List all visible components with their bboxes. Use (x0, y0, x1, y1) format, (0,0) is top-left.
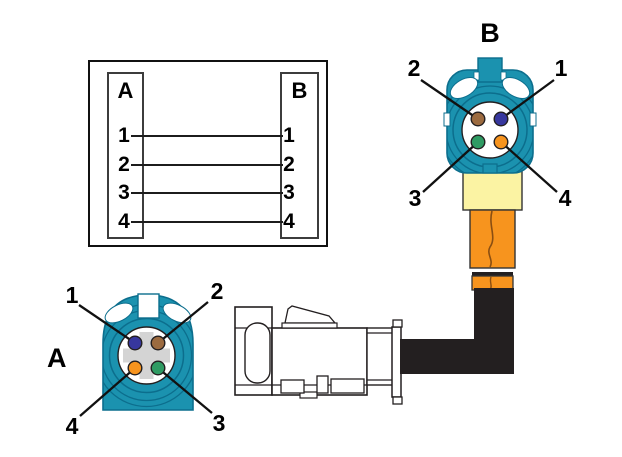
pin-number-b2: 2 (283, 153, 295, 176)
connector-a-label: A (47, 343, 67, 373)
bottom-detail-block (280, 379, 305, 394)
column-b-header: B (291, 78, 308, 103)
bottom-detail-block (316, 375, 329, 394)
keyway-tab (477, 57, 503, 83)
wire-connection-line-1 (131, 135, 283, 137)
wing-cutout-right (162, 302, 192, 324)
bottom-tab (482, 163, 498, 174)
connector-b-pin-3 (470, 134, 486, 150)
latch-base (281, 322, 338, 329)
wing-cutout-right (501, 76, 531, 100)
wing-cutout-left (449, 76, 479, 100)
mating-connector-side-view (234, 305, 403, 405)
pin-number-a1: 1 (118, 124, 130, 147)
leader-lines-b (420, 79, 558, 193)
latch-wedge (284, 305, 337, 324)
leader-lines-a (78, 301, 213, 417)
column-a-header: A (117, 78, 134, 103)
wire-connection-line-4 (131, 221, 283, 223)
table-column-a: A (107, 72, 144, 239)
connector-b-label: B (480, 18, 500, 48)
side-notch-right (529, 112, 537, 127)
connector-a-pin-label-2: 2 (211, 278, 224, 304)
connector-a-pin-3 (150, 360, 166, 376)
wiring-table: A B 1 2 3 4 1 2 3 4 (88, 60, 328, 247)
boot-orange-collar (471, 275, 514, 291)
connector-b-assembly: B 2 (400, 18, 572, 374)
pin-number-a2: 2 (118, 153, 130, 176)
shell-ring (108, 317, 185, 394)
flange-tab-top (392, 319, 403, 328)
flange-tab-bottom (392, 396, 403, 405)
connector-a-pin-label-4: 4 (66, 413, 79, 439)
connector-b-pin-label-4: 4 (559, 185, 572, 211)
wire-connection-line-3 (131, 192, 283, 194)
connector-b-pin-1 (493, 111, 509, 127)
pin-number-a3: 3 (118, 181, 130, 204)
connector-b-pin-label-3: 3 (409, 185, 422, 211)
connector-a-diagram: A 1 2 4 3 (47, 278, 226, 439)
rear-neck (366, 327, 394, 386)
keyway-notch (137, 293, 160, 319)
connector-a-pin-2 (150, 335, 166, 351)
connector-b-pin-4 (493, 134, 509, 150)
boot-separator-band (472, 272, 513, 276)
pin-number-a4: 4 (118, 210, 130, 233)
wing-cutout-left (104, 302, 134, 324)
wire-connection-line-2 (131, 164, 283, 166)
connector-b-pin-label-1: 1 (555, 55, 568, 81)
cable-elbow (400, 288, 514, 374)
table-column-b: B (280, 72, 319, 239)
pin-number-b1: 1 (283, 124, 295, 147)
connector-a-pin-label-1: 1 (66, 282, 79, 308)
bottom-detail-block (330, 378, 365, 394)
pin-number-b3: 3 (283, 181, 295, 204)
face-cross-spacer (123, 332, 170, 379)
connector-b-pin-label-2: 2 (408, 55, 421, 81)
connector-a-pin-label-3: 3 (213, 410, 226, 436)
boot-crimp-line (488, 210, 494, 268)
pin-number-b4: 4 (283, 210, 295, 233)
connector-b-pin-2 (470, 111, 486, 127)
bottom-step (299, 391, 318, 399)
connector-a-pin-4 (127, 360, 143, 376)
seal-pill (244, 322, 271, 384)
connector-a-pin-1 (127, 335, 143, 351)
side-notch-left (443, 112, 451, 127)
